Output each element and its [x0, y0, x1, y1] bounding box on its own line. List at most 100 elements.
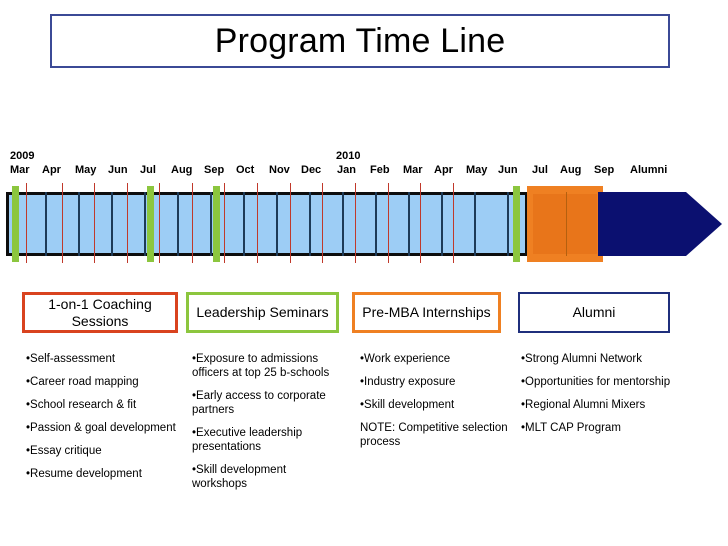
timeline-segment-divider [45, 192, 47, 256]
bullet-dot-icon: • [26, 468, 31, 480]
timeline-segment-divider [342, 192, 344, 256]
timeline-month-label: Sep [204, 164, 225, 176]
timeline-year-label: 2009 [10, 150, 35, 162]
timeline-milestone-marker [147, 186, 154, 262]
timeline-segment-divider [507, 192, 509, 256]
timeline-month-label: Feb [370, 164, 390, 176]
timeline-segment-divider [408, 192, 410, 256]
bullet-dot-icon: • [26, 376, 31, 388]
bullet-dot-icon: • [26, 422, 31, 434]
bullet-text: Skill development [364, 399, 455, 411]
bullet-dot-icon: • [192, 464, 197, 476]
timeline-blue-track [6, 192, 528, 256]
bullet-item: •Strong Alumni Network [521, 352, 671, 366]
timeline-segment-divider [177, 192, 179, 256]
timeline-month-tick [127, 183, 128, 263]
legend-box-leadership[interactable]: Leadership Seminars [186, 292, 339, 333]
bullet-text: Executive leadership presentations [192, 427, 303, 453]
legend-box-internships[interactable]: Pre-MBA Internships [352, 292, 501, 333]
bullet-item: •Career road mapping [26, 375, 181, 389]
bullet-item: •Skill development [360, 398, 510, 412]
bullet-item: •Opportunities for mentorship [521, 375, 671, 389]
timeline-month-label: Dec [301, 164, 322, 176]
timeline-internship-inner [531, 192, 599, 256]
bullet-item: •Industry exposure [360, 375, 510, 389]
timeline-month-tick [26, 183, 27, 263]
legend-label-internships: Pre-MBA Internships [362, 304, 491, 320]
timeline-milestone-marker [213, 186, 220, 262]
timeline-month-tick [420, 183, 421, 263]
timeline-segment-divider [309, 192, 311, 256]
legend-box-alumni[interactable]: Alumni [518, 292, 670, 333]
bullet-text: Self-assessment [30, 353, 116, 365]
bullet-item: •MLT CAP Program [521, 421, 671, 435]
timeline-month-label: Mar [403, 164, 423, 176]
legend-label-alumni: Alumni [572, 304, 616, 320]
timeline-month-label: Jun [108, 164, 128, 176]
timeline-month-label: May [75, 164, 97, 176]
timeline-segment-divider [474, 192, 476, 256]
timeline-internship-divider [566, 192, 567, 256]
bullet-item: •Regional Alumni Mixers [521, 398, 671, 412]
timeline-month-label: Nov [269, 164, 290, 176]
bullet-dot-icon: • [360, 399, 365, 411]
timeline-month-label: Mar [10, 164, 30, 176]
legend-label-leadership: Leadership Seminars [196, 304, 329, 320]
timeline-month-label: May [466, 164, 488, 176]
timeline-month-tick [62, 183, 63, 263]
bullet-dot-icon: • [26, 353, 31, 365]
timeline-month-tick [94, 183, 95, 263]
bullet-dot-icon: • [360, 376, 365, 388]
bullet-text: Skill development workshops [192, 464, 287, 490]
timeline-milestone-marker [513, 186, 520, 262]
bullet-text: Regional Alumni Mixers [525, 399, 646, 411]
bullet-text: Work experience [364, 353, 451, 365]
timeline-month-tick [224, 183, 225, 263]
timeline-month-tick [355, 183, 356, 263]
timeline-segment-divider [111, 192, 113, 256]
timeline-month-tick [257, 183, 258, 263]
bullet-dot-icon: • [521, 399, 526, 411]
timeline-segment-divider [243, 192, 245, 256]
legend-box-coaching[interactable]: 1-on-1 Coaching Sessions [22, 292, 178, 333]
timeline-alumni-arrow [598, 192, 722, 256]
bullet-dot-icon: • [26, 445, 31, 457]
timeline-segment-divider [276, 192, 278, 256]
bullet-text: Resume development [30, 468, 142, 480]
bullet-column-coaching: •Self-assessment•Career road mapping•Sch… [26, 352, 181, 490]
bullet-item: •Essay critique [26, 444, 181, 458]
bullet-dot-icon: • [26, 399, 31, 411]
bullet-item: •Work experience [360, 352, 510, 366]
bullet-dot-icon: • [192, 353, 197, 365]
timeline-segment-divider [78, 192, 80, 256]
column-note: NOTE: Competitive selection process [360, 422, 508, 448]
timeline-milestone-marker [12, 186, 19, 262]
bullet-dot-icon: • [192, 427, 197, 439]
page-title: Program Time Line [214, 22, 506, 60]
bullet-dot-icon: • [192, 390, 197, 402]
timeline-segment-divider [144, 192, 146, 256]
bullet-text: Passion & goal development [30, 422, 176, 434]
timeline-month-label: Jul [140, 164, 156, 176]
bullet-column-leadership: •Exposure to admissions officers at top … [192, 352, 332, 500]
bullet-text: Exposure to admissions officers at top 2… [192, 353, 330, 379]
timeline-bar [0, 183, 728, 263]
timeline-month-tick [453, 183, 454, 263]
legend-label-coaching: 1-on-1 Coaching Sessions [48, 295, 152, 329]
bullet-item: •Executive leadership presentations [192, 426, 332, 454]
timeline-month-label: Jun [498, 164, 518, 176]
bullet-item: •Self-assessment [26, 352, 181, 366]
bullet-dot-icon: • [521, 353, 526, 365]
bullet-dot-icon: • [521, 422, 526, 434]
timeline-month-tick [159, 183, 160, 263]
timeline-month-label: Aug [560, 164, 582, 176]
bullet-item: •Early access to corporate partners [192, 389, 332, 417]
bullet-text: Essay critique [30, 445, 102, 457]
timeline-month-label: Alumni [630, 164, 668, 176]
timeline-month-label: Jul [532, 164, 548, 176]
timeline-month-label: Jan [337, 164, 356, 176]
bullet-dot-icon: • [521, 376, 526, 388]
bullet-column-internships: •Work experience•Industry exposure•Skill… [360, 352, 510, 458]
